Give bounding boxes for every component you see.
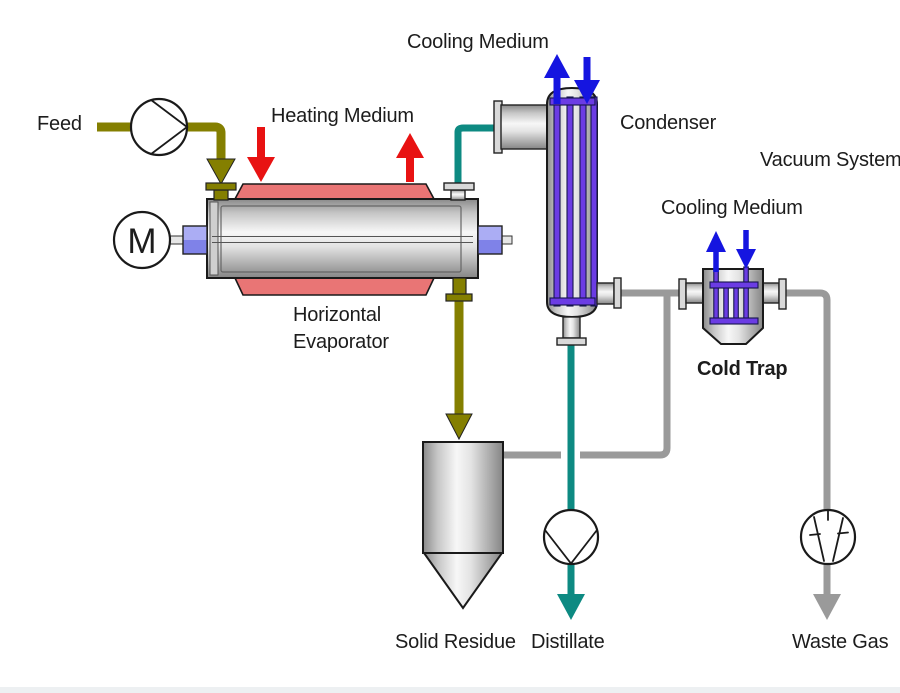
cold-trap-left-flange [678,278,687,310]
feed-pump-icon [129,97,189,157]
right-bearing [477,225,503,255]
vapor-duct [500,104,548,150]
waste-gas-arrow [813,594,841,620]
evaporator-endcap [209,201,219,276]
residue-line [445,300,473,441]
heating-medium-label: Heating Medium [271,105,414,127]
cold-trap-shell [702,268,764,345]
evaporator-shell [206,198,479,279]
trap-cooling-out-arrow [706,231,726,252]
feed-nozzle [213,189,229,201]
heating-medium-arrows [247,127,424,182]
cold-trap-right-flange [778,278,787,310]
condenser-top-header [549,97,596,106]
waste-gas-label: Waste Gas [792,631,889,653]
feed-nozzle-flange [205,182,237,191]
condenser-outlet-flange [613,277,622,309]
horizontal-evaporator [182,182,503,302]
condenser-label: Condenser [620,112,717,134]
vacuum-pump [799,508,857,566]
condenser-bottom-nozzle [562,316,581,339]
cooling-in-arrow [574,80,600,104]
scan-edge [0,687,900,693]
distillate-arrow [557,594,585,620]
evaporator-label-line1: Horizontal [293,304,382,326]
residue-vessel-cone [422,552,504,610]
evaporator-label: Horizontal Evaporator [293,302,389,356]
feed-pump [129,97,189,157]
condenser [493,54,622,346]
residue-nozzle-flange [445,293,473,302]
feed-line [97,122,236,186]
vapor-nozzle [450,189,466,201]
condenser-cooling-arrows [544,54,600,104]
residue-vessel-shell [422,441,504,554]
cold-trap-top-header [709,281,759,289]
vapor-line [454,124,494,184]
heating-jacket [233,183,436,296]
cold-trap-right-nozzle [762,282,780,304]
motor-icon [112,210,172,270]
condenser-outlet-nozzle [596,282,615,305]
feed-label: Feed [37,113,82,135]
heating-out-arrow [396,133,424,158]
cold-trap-cooling-arrows [706,230,756,272]
evaporator-inner-drum [220,205,462,273]
solid-residue-vessel [422,441,504,610]
cold-trap-left-nozzle [685,282,704,304]
condenser-bottom-header [549,297,596,306]
solid-residue-label: Solid Residue [395,631,516,653]
distillate-label: Distillate [531,631,605,653]
heating-in-arrow [247,157,275,182]
cold-trap [678,230,787,345]
evaporator-label-line2: Evaporator [293,331,389,353]
feed-arrow [206,158,236,186]
motor-label: M [127,222,156,261]
cold-trap-label: Cold Trap [697,358,788,380]
distillate-line [557,345,585,620]
vacuum-system-label: Vacuum System [760,149,900,171]
vacuum-piping [503,289,841,620]
cooling-out-arrow [544,54,570,78]
distillate-pump [542,508,600,566]
cooling-medium-cold-trap-label: Cooling Medium [661,197,803,219]
vapor-nozzle-flange [443,182,475,191]
trap-cooling-in-arrow [736,249,756,269]
cold-trap-bottom-header [709,317,759,325]
residue-nozzle [452,277,467,296]
distillate-pump-icon [542,508,600,566]
condenser-bottom-flange [556,337,587,346]
residue-arrow [445,413,473,441]
left-bearing [182,225,208,255]
cooling-medium-condenser-label: Cooling Medium [407,31,549,53]
